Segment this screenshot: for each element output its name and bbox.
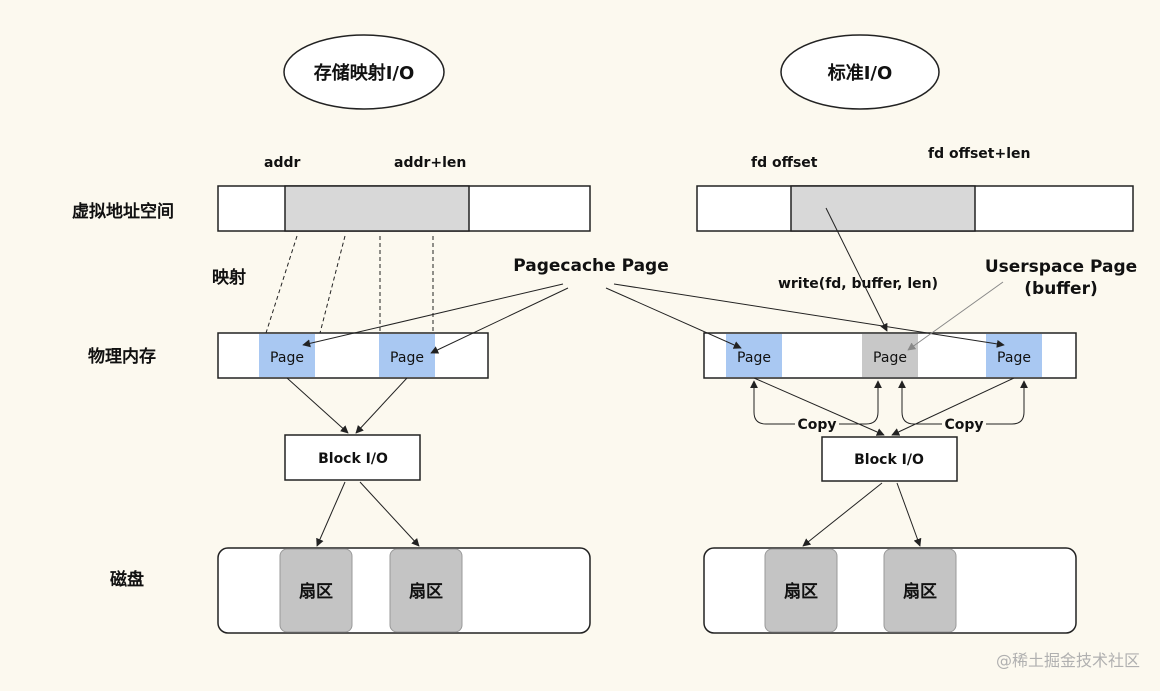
right-buffer-region <box>790 185 976 232</box>
pagecache-arrows <box>302 283 1005 354</box>
left-memory-to-block-arrows <box>286 377 408 434</box>
left-title-ellipse <box>283 34 445 110</box>
right-page-1-label: Page <box>737 350 771 366</box>
write-call-label: write(fd, buffer, len) <box>778 276 938 292</box>
left-sector-1 <box>279 548 353 633</box>
addr-label: addr <box>264 155 300 171</box>
right-block-io-label: Block I/O <box>854 452 924 468</box>
left-page-2 <box>379 334 435 377</box>
right-page-2 <box>986 334 1042 377</box>
copy-label-1-bg <box>795 414 839 434</box>
userspace-arrow <box>907 281 1004 351</box>
left-block-to-disk-arrows <box>316 481 420 547</box>
row-label-physical-memory: 物理内存 <box>88 346 156 367</box>
copy-label-2: Copy <box>944 417 983 433</box>
right-block-io-box <box>821 436 958 482</box>
left-mapped-region <box>284 185 470 232</box>
pagecache-page-label: Pagecache Page <box>513 256 669 276</box>
userspace-page-subtitle: (buffer) <box>1024 279 1098 299</box>
copy-label-2-bg <box>942 414 986 434</box>
copy-label-1: Copy <box>797 417 836 433</box>
right-sector-1 <box>764 548 838 633</box>
right-title-group: 标准I/O <box>780 34 940 110</box>
userspace-page-label: Page <box>873 350 907 366</box>
left-page-2-label: Page <box>390 350 424 366</box>
fd-offset-len-label: fd offset+len <box>928 146 1030 162</box>
left-sector-1-label: 扇区 <box>299 581 333 602</box>
left-physical-memory-bar <box>217 332 489 379</box>
right-sector-2-label: 扇区 <box>903 581 937 602</box>
left-title-group: 存储映射I/O <box>283 34 445 110</box>
left-block-io-box <box>284 434 421 481</box>
userspace-page <box>862 334 918 377</box>
right-memory-to-block-arrows <box>753 377 1015 436</box>
left-sector-2 <box>389 548 463 633</box>
right-sector-2 <box>883 548 957 633</box>
left-sector-2-label: 扇区 <box>409 581 443 602</box>
left-page-1-label: Page <box>270 350 304 366</box>
watermark: @稀土掘金技术社区 <box>996 651 1140 670</box>
right-block-to-disk-arrows <box>802 482 922 547</box>
row-label-disk: 磁盘 <box>110 569 144 590</box>
right-title: 标准I/O <box>827 62 893 84</box>
fd-offset-label: fd offset <box>751 155 818 171</box>
right-title-ellipse <box>780 34 940 110</box>
write-arrow <box>825 207 888 332</box>
left-title: 存储映射I/O <box>314 62 415 84</box>
userspace-page-title: Userspace Page <box>985 257 1137 277</box>
mapping-label: 映射 <box>212 267 246 288</box>
addr-len-label: addr+len <box>394 155 466 171</box>
right-page-1 <box>726 334 782 377</box>
right-sector-1-label: 扇区 <box>784 581 818 602</box>
row-label-virtual-address-space: 虚拟地址空间 <box>72 201 174 222</box>
left-block-io-label: Block I/O <box>318 451 388 467</box>
mapping-dashed-lines <box>265 235 434 334</box>
right-page-2-label: Page <box>997 350 1031 366</box>
